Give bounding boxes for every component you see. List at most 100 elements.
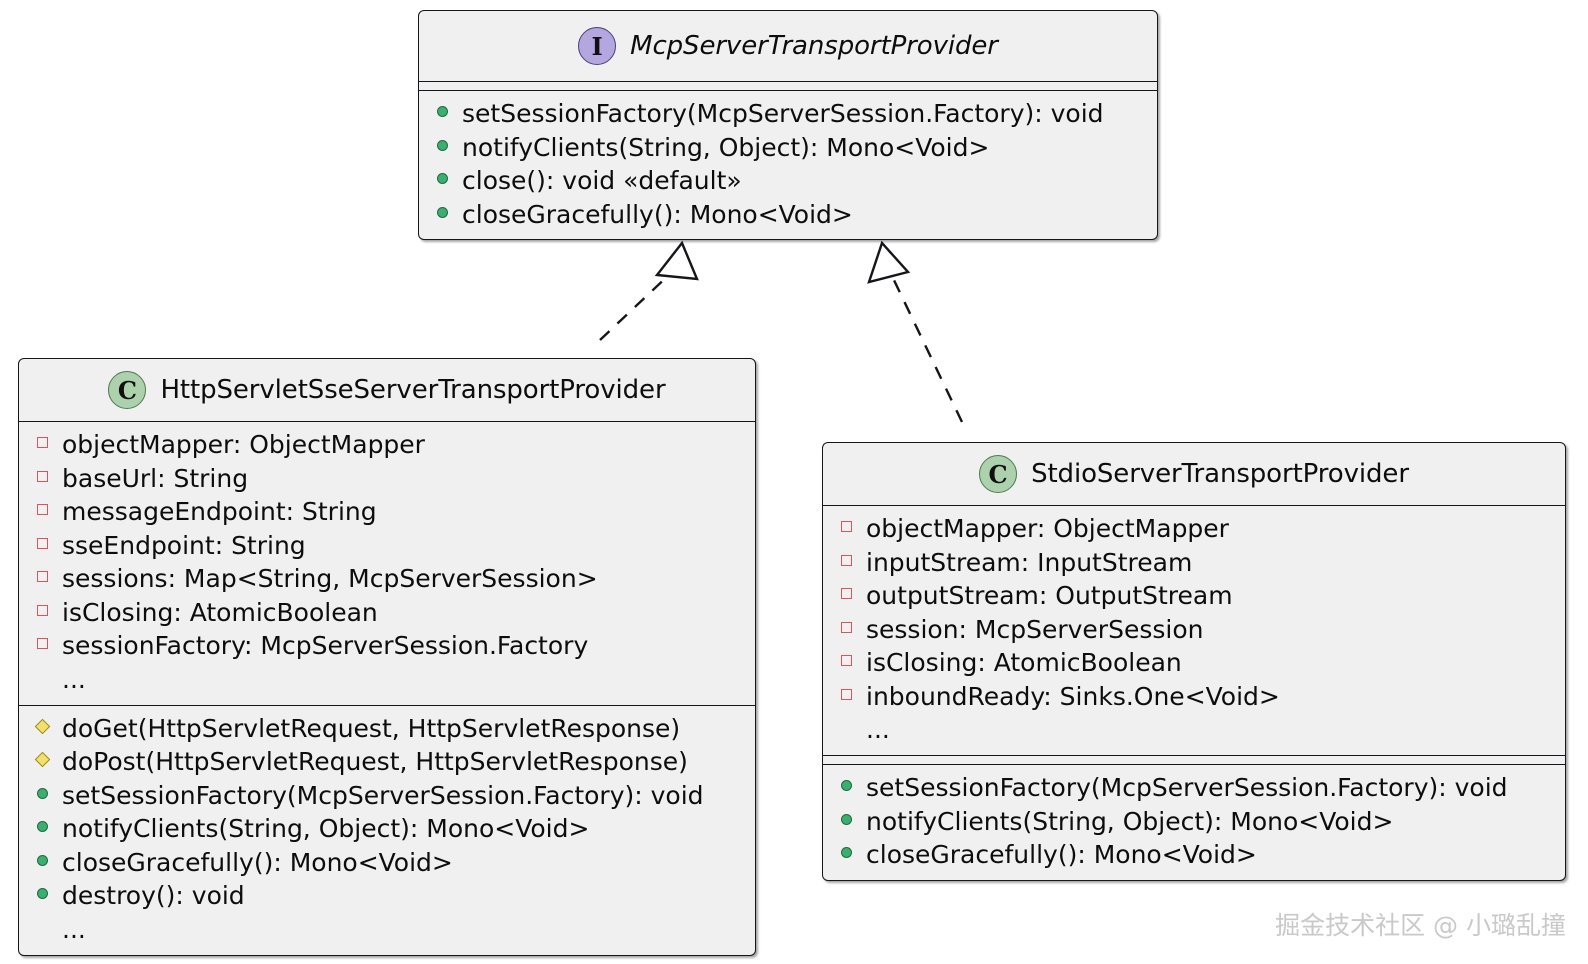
private-visibility-marker-icon	[37, 529, 52, 554]
public-visibility-marker-icon	[437, 164, 452, 189]
class-right-field-text: outputStream: OutputStream	[866, 581, 1233, 610]
class-left-field-3: sseEndpoint: String	[29, 529, 745, 563]
compartment-separator	[823, 755, 1565, 765]
no-visibility-marker-icon	[841, 713, 856, 738]
private-visibility-marker-icon	[841, 680, 856, 705]
class-right-field-0: objectMapper: ObjectMapper	[833, 512, 1555, 546]
class-left-header: C HttpServletSseServerTransportProvider	[19, 359, 755, 421]
class-left-field-text: objectMapper: ObjectMapper	[62, 430, 425, 459]
interface-badge-icon: I	[578, 27, 617, 65]
class-left-field-1: baseUrl: String	[29, 462, 745, 496]
private-visibility-marker-icon	[37, 562, 52, 587]
class-left-method-text: destroy(): void	[62, 881, 245, 910]
class-right-field-text: objectMapper: ObjectMapper	[866, 514, 1229, 543]
class-left-field-text: isClosing: AtomicBoolean	[62, 597, 378, 627]
class-left-field-4: sessions: Map<String, McpServerSession>	[29, 562, 745, 596]
compartment-separator	[823, 505, 1565, 506]
compartment-separator	[419, 81, 1157, 91]
class-right-field-2: outputStream: OutputStream	[833, 579, 1555, 613]
interface-method-1: notifyClients(String, Object): Mono<Void…	[429, 131, 1147, 165]
protected-visibility-marker-icon	[37, 745, 52, 770]
class-left-method-1: doPost(HttpServletRequest, HttpServletRe…	[29, 745, 745, 779]
class-right-header: C StdioServerTransportProvider	[823, 443, 1565, 505]
class-left-fields-compartment: objectMapper: ObjectMapper baseUrl: Strin…	[19, 422, 755, 705]
interface-method-text: notifyClients(String, Object): Mono<Void…	[462, 132, 990, 162]
uml-class-HttpServletSseServerTransportProvider[interactable]: C HttpServletSseServerTransportProvider …	[18, 358, 756, 956]
compartment-separator	[19, 704, 755, 706]
uml-class-StdioServerTransportProvider[interactable]: C StdioServerTransportProvider objectMap…	[822, 442, 1566, 881]
public-visibility-marker-icon	[841, 838, 856, 863]
class-right-field-text: inboundReady: Sinks.One<Void>	[866, 681, 1280, 711]
interface-method-text: close(): void «default»	[462, 166, 742, 195]
class-right-method-text: closeGracefully(): Mono<Void>	[866, 840, 1257, 869]
class-right-field-ellipsis: ...	[833, 713, 1555, 747]
class-left-method-text: doGet(HttpServletRequest, HttpServletRes…	[62, 713, 681, 743]
class-right-method-text: notifyClients(String, Object): Mono<Void…	[866, 806, 1394, 836]
class-right-field-4: isClosing: AtomicBoolean	[833, 646, 1555, 680]
realization-stdio-to-interface	[867, 240, 964, 423]
class-left-method-5: destroy(): void	[29, 879, 745, 913]
class-left-method-ellipsis: ...	[29, 913, 745, 947]
class-left-method-3: notifyClients(String, Object): Mono<Void…	[29, 812, 745, 846]
class-left-method-text: doPost(HttpServletRequest, HttpServletRe…	[62, 747, 688, 776]
private-visibility-marker-icon	[841, 512, 856, 537]
class-left-methods-compartment: doGet(HttpServletRequest, HttpServletRes…	[19, 706, 755, 955]
class-left-field-5: isClosing: AtomicBoolean	[29, 596, 745, 630]
class-right-method-2: closeGracefully(): Mono<Void>	[833, 838, 1555, 872]
class-left-method-2: setSessionFactory(McpServerSession.Facto…	[29, 779, 745, 813]
no-visibility-marker-icon	[37, 663, 52, 688]
class-left-method-text: notifyClients(String, Object): Mono<Void…	[62, 814, 590, 843]
class-badge-icon: C	[979, 455, 1018, 493]
class-left-field-text: sessions: Map<String, McpServerSession>	[62, 564, 598, 593]
class-left-field-0: objectMapper: ObjectMapper	[29, 428, 745, 462]
class-left-method-text: setSessionFactory(McpServerSession.Facto…	[62, 780, 704, 810]
class-right-field-text: session: McpServerSession	[866, 614, 1204, 644]
interface-method-2: close(): void «default»	[429, 164, 1147, 198]
class-right-method-text: setSessionFactory(McpServerSession.Facto…	[866, 773, 1508, 802]
class-left-field-2: messageEndpoint: String	[29, 495, 745, 529]
class-left-method-0: doGet(HttpServletRequest, HttpServletRes…	[29, 712, 745, 746]
public-visibility-marker-icon	[841, 771, 856, 796]
class-left-title: HttpServletSseServerTransportProvider	[160, 375, 666, 405]
compartment-separator	[19, 421, 755, 422]
class-right-methods-compartment: setSessionFactory(McpServerSession.Facto…	[823, 765, 1565, 880]
class-right-field-text: ...	[866, 715, 890, 744]
no-visibility-marker-icon	[37, 913, 52, 938]
interface-title: McpServerTransportProvider	[630, 31, 998, 61]
class-left-field-text: baseUrl: String	[62, 463, 249, 493]
class-right-method-0: setSessionFactory(McpServerSession.Facto…	[833, 771, 1555, 805]
public-visibility-marker-icon	[841, 805, 856, 830]
class-left-method-text: ...	[62, 914, 86, 944]
class-left-field-text: sessionFactory: McpServerSession.Factory	[62, 631, 589, 660]
class-right-field-1: inputStream: InputStream	[833, 546, 1555, 580]
interface-method-text: setSessionFactory(McpServerSession.Facto…	[462, 99, 1104, 128]
class-left-method-text: closeGracefully(): Mono<Void>	[62, 847, 453, 877]
protected-visibility-marker-icon	[37, 712, 52, 737]
interface-methods-compartment: setSessionFactory(McpServerSession.Facto…	[419, 91, 1157, 239]
class-left-field-text: ...	[62, 664, 86, 694]
public-visibility-marker-icon	[37, 879, 52, 904]
class-left-field-ellipsis: ...	[29, 663, 745, 697]
private-visibility-marker-icon	[841, 646, 856, 671]
realization-httpservlet-to-interface	[599, 240, 699, 341]
class-right-fields-compartment: objectMapper: ObjectMapper inputStream: I…	[823, 506, 1565, 755]
public-visibility-marker-icon	[437, 198, 452, 223]
interface-method-3: closeGracefully(): Mono<Void>	[429, 198, 1147, 232]
class-badge-icon: C	[108, 371, 147, 409]
class-left-method-4: closeGracefully(): Mono<Void>	[29, 846, 745, 880]
private-visibility-marker-icon	[37, 629, 52, 654]
class-left-field-6: sessionFactory: McpServerSession.Factory	[29, 629, 745, 663]
uml-interface-McpServerTransportProvider[interactable]: I McpServerTransportProvider setSessionF…	[418, 10, 1158, 240]
private-visibility-marker-icon	[841, 579, 856, 604]
interface-header: I McpServerTransportProvider	[419, 11, 1157, 81]
class-left-field-text: sseEndpoint: String	[62, 530, 306, 560]
public-visibility-marker-icon	[37, 779, 52, 804]
private-visibility-marker-icon	[37, 596, 52, 621]
class-right-field-text: isClosing: AtomicBoolean	[866, 648, 1182, 677]
public-visibility-marker-icon	[37, 846, 52, 871]
private-visibility-marker-icon	[37, 428, 52, 453]
public-visibility-marker-icon	[37, 812, 52, 837]
watermark: 掘金技术社区 @ 小璐乱撞	[1275, 911, 1566, 940]
public-visibility-marker-icon	[437, 131, 452, 156]
class-right-field-5: inboundReady: Sinks.One<Void>	[833, 680, 1555, 714]
